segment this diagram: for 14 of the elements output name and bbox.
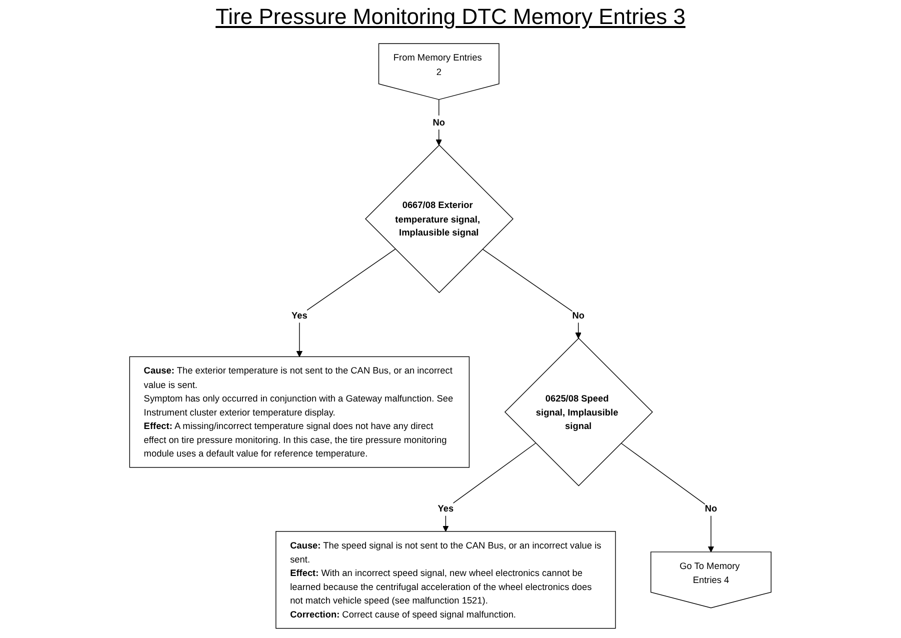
edge-label: No [704, 503, 718, 514]
node-box: Cause: The speed signal is not sent to the CAN Bus, or an incorrect value is sent. Effect: With an incorrect speed signal, new wheel electronics cannot be learned because the centrifugal acceleration of the wheel electronics does not match vehicle speed (see malfunction 1521). Correction: Correct cause of speed signal malfunction. [276, 531, 616, 629]
node-box: Cause: The exterior temperature is not sent to the CAN Bus, or an incorrect value is sent. Symptom has only occurred in conjunction with a Gateway malfunction. See Instrument cluster exterior temperature display. Effect: A missing/incorrect temperature signal does not have any direct effect on tire pressure monitoring. In this case, the tire pressure monitoring module uses a default value for reference temperature. [129, 356, 470, 468]
arrow [620, 442, 714, 552]
node-diamond: 0625/08 Speed signal, Implausible signal [504, 338, 654, 486]
edge-label: Yes [292, 310, 308, 321]
node-diamond: 0667/08 Exterior temperature signal, Implausible signal [365, 144, 514, 294]
edge-label: No [572, 310, 585, 321]
edge-label: No [432, 116, 446, 128]
title: Tire Pressure Monitoring DTC Memory Entries 3 [216, 4, 686, 29]
edge-label: Yes [438, 503, 454, 514]
arrow [482, 248, 582, 339]
arrow [296, 248, 396, 357]
arrow [442, 442, 536, 532]
